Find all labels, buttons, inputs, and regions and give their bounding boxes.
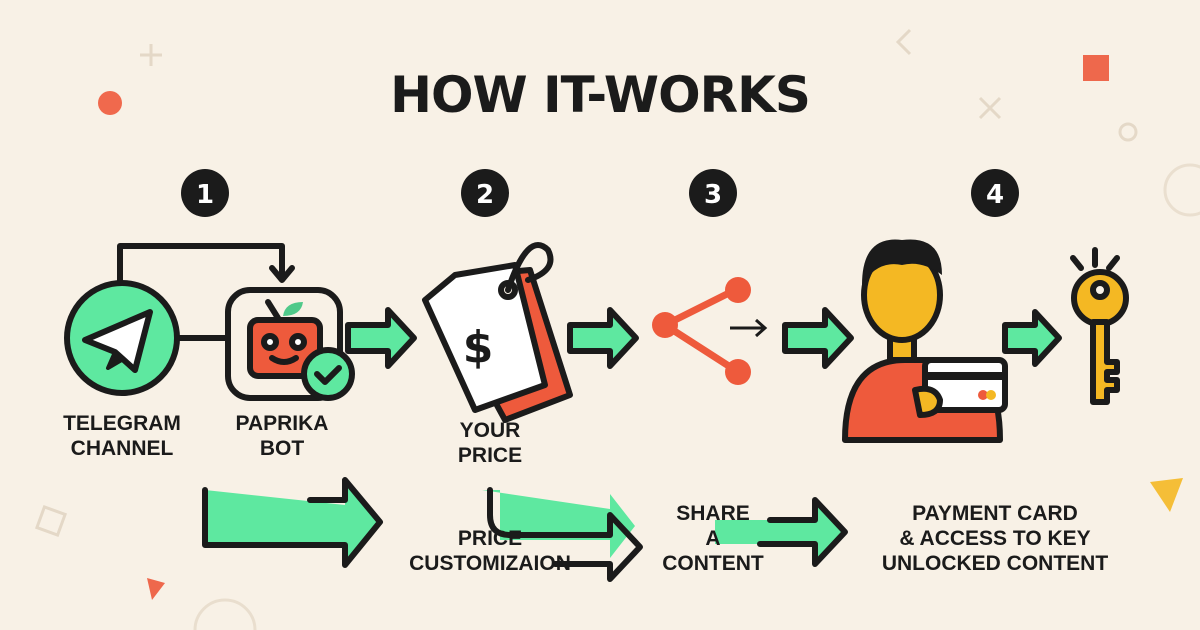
page-title: HOW IT-WORKS [390,66,810,124]
step-badge-4: 4 [971,169,1019,217]
robot-icon [225,287,355,401]
svg-text:2: 2 [476,180,494,210]
bottom-label-payment-1: PAYMENT CARD [912,502,1078,525]
telegram-label-1: TELEGRAM [63,412,181,435]
bot-label-2: BOT [260,437,305,460]
svg-text:4: 4 [986,180,1004,210]
step-badge-2: 2 [461,169,509,217]
decorations [34,28,1200,630]
svg-text:1: 1 [196,180,214,210]
person-payment-card-icon [842,239,1008,443]
step-badge-1: 1 [181,169,229,217]
share-icon [652,277,768,385]
price-label-1: YOUR [460,419,521,442]
connector-arrow [117,243,295,288]
price-label-2: PRICE [458,444,522,467]
telegram-icon [64,280,180,396]
bottom-label-share-1: SHARE [676,502,750,525]
bottom-label-payment-2: & ACCESS TO KEY [899,527,1090,550]
price-tag-icon: $ [422,242,573,423]
step-badge-3: 3 [689,169,737,217]
svg-text:$: $ [463,322,494,373]
bottom-arrows [202,477,848,582]
bottom-label-price-1: PRICE [458,527,522,550]
bottom-label-price-2: CUSTOMIZAION [409,552,571,575]
bottom-label-payment-3: UNLOCKED CONTENT [882,552,1108,575]
svg-text:3: 3 [704,180,722,210]
key-icon [1070,247,1129,405]
flow-arrows [345,307,1062,369]
telegram-label-2: CHANNEL [71,437,174,460]
bot-label-1: PAPRIKA [236,412,329,435]
bottom-label-share-2: A [705,527,720,550]
bottom-label-share-3: CONTENT [662,552,764,575]
